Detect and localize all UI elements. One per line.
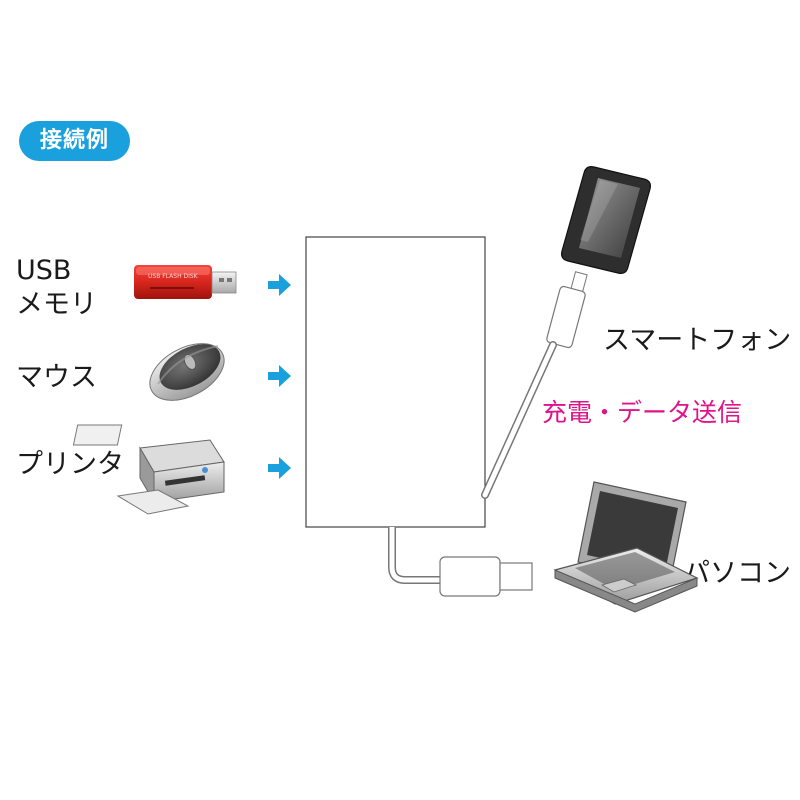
mouse-icon [149,343,225,401]
printer-icon [72,424,225,515]
smartphone-icon [561,166,651,274]
smartphone-cable [481,271,588,499]
input-arrows [268,274,291,479]
pc-label: パソコン [683,558,791,589]
usb-stick-text: USB FLASH DISK [148,273,199,280]
mouse-label: マウス [16,362,97,393]
arrow-right-icon [268,274,291,296]
usb-memory-label-line2: メモリ [16,289,97,320]
arrow-right-icon [268,457,291,479]
usb-memory-label-line1: USB [16,255,72,286]
printer-label: プリンタ [16,449,124,480]
arrow-right-icon [268,365,291,387]
usb-hub-device [305,236,486,528]
laptop-icon [553,481,699,613]
usb-flash-drive-icon: USB FLASH DISK [134,265,237,299]
charge-data-label: 充電・データ送信 [542,398,743,427]
usb-memory-label: USB メモリ [16,254,97,322]
connection-example-badge: 接続例 [19,121,130,161]
pc-cable [388,527,533,597]
smartphone-label: スマートフォン [603,325,792,356]
